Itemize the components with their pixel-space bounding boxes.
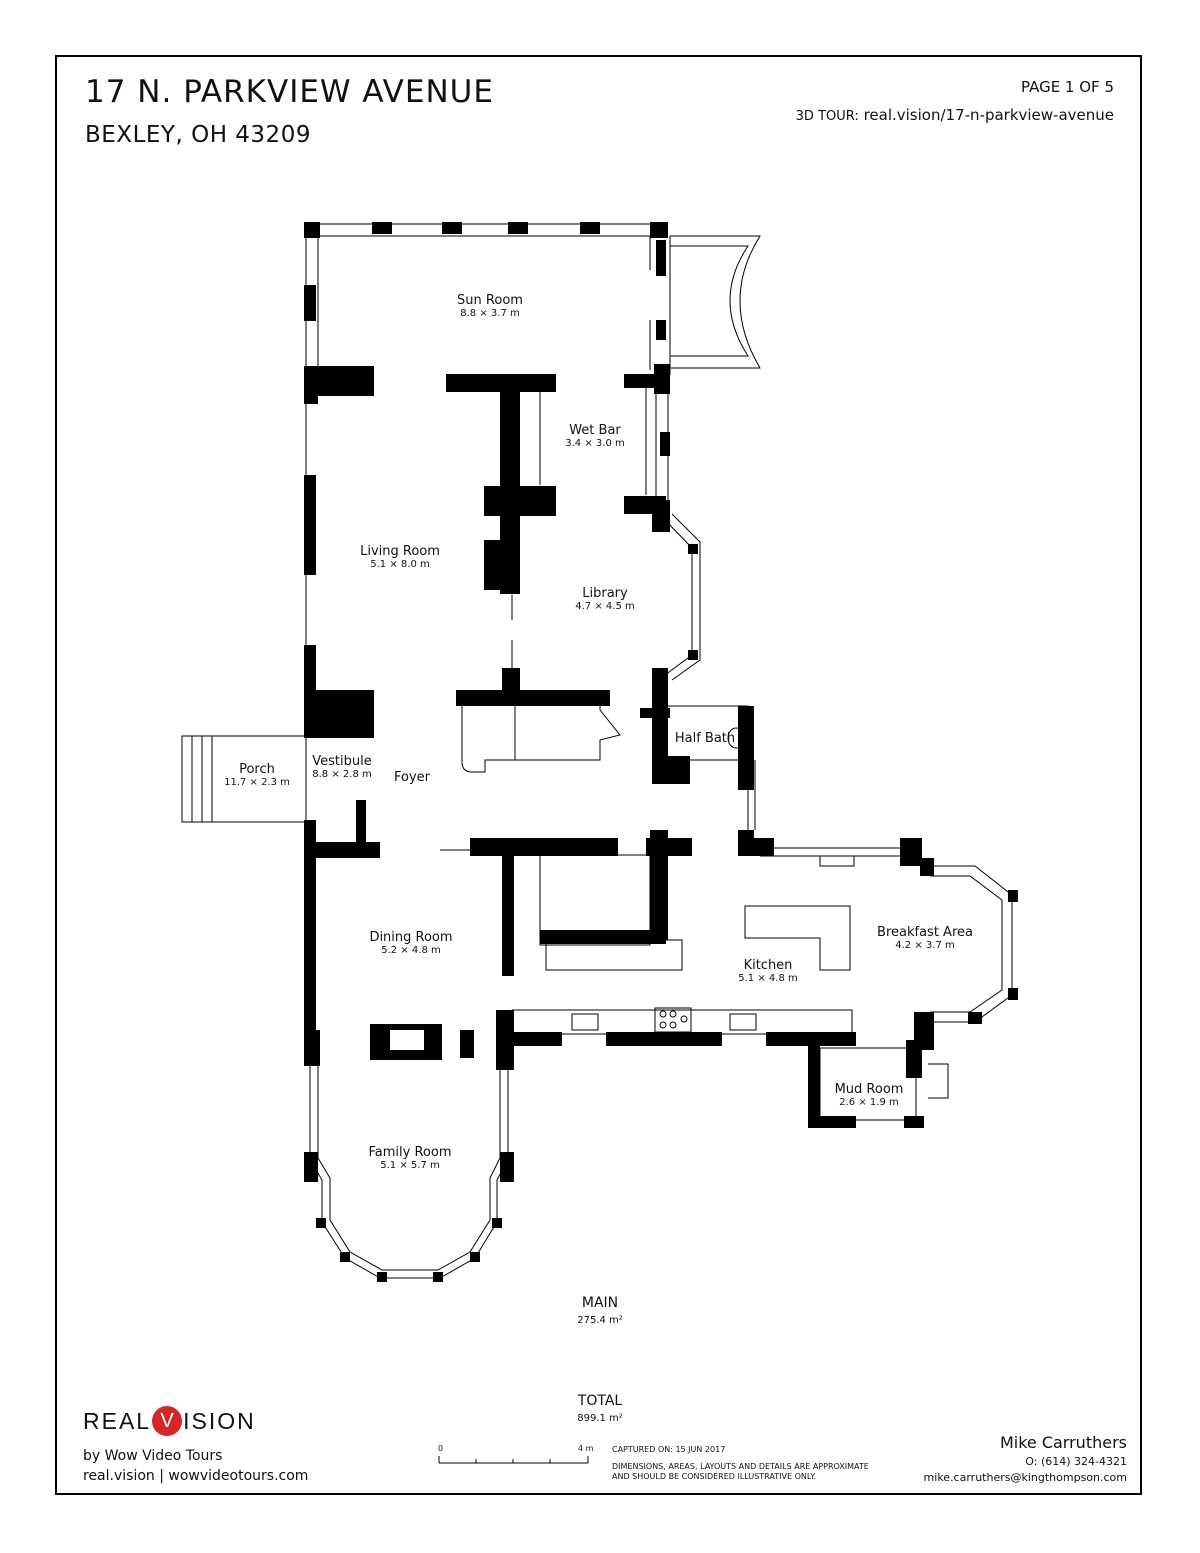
room-breakfast-area: Breakfast Area 4.2 × 3.7 m — [877, 925, 973, 951]
agent-name: Mike Carruthers — [999, 1433, 1127, 1452]
room-name: Foyer — [393, 770, 431, 785]
floor-area: 275.4 m² — [577, 1315, 623, 1326]
room-dims: 5.1 × 5.7 m — [380, 1160, 440, 1171]
room-name: Living Room — [360, 544, 440, 559]
brand-links[interactable]: real.vision | wowvideotours.com — [83, 1468, 309, 1484]
room-name: Wet Bar — [569, 423, 621, 438]
room-dims: 5.1 × 4.8 m — [738, 973, 798, 984]
room-dims: 5.1 × 8.0 m — [370, 559, 430, 570]
room-name: Half Bath — [674, 731, 736, 746]
room-family-room: Family Room 5.1 × 5.7 m — [369, 1145, 452, 1171]
tour-url[interactable]: real.vision/17-n-parkview-avenue — [863, 106, 1114, 124]
room-name: Kitchen — [743, 958, 793, 973]
room-name: Dining Room — [369, 930, 453, 945]
logo-text-right: ISION — [183, 1408, 256, 1434]
tour-label: 3D TOUR: — [795, 109, 859, 124]
logo-text-left: REAL — [83, 1408, 152, 1434]
room-dims: 4.2 × 3.7 m — [895, 940, 955, 951]
room-sun-room: Sun Room 8.8 × 3.7 m — [457, 293, 523, 319]
room-dims: 5.2 × 4.8 m — [381, 945, 441, 956]
room-name: Breakfast Area — [877, 925, 973, 940]
total-label: TOTAL — [577, 1393, 623, 1409]
room-dining-room: Dining Room 5.2 × 4.8 m — [369, 930, 452, 956]
room-dims: 8.8 × 3.7 m — [460, 308, 520, 319]
floor-name: MAIN — [581, 1295, 619, 1311]
room-porch: Porch 11.7 × 2.3 m — [224, 762, 290, 788]
page-border — [55, 55, 1142, 1495]
scale-end: 4 m — [578, 1444, 594, 1453]
room-dims: 11.7 × 2.3 m — [224, 777, 290, 788]
logo-v-mark: V — [152, 1405, 183, 1436]
room-name: Porch — [239, 762, 275, 777]
room-foyer: Foyer — [394, 770, 430, 785]
room-dims: 3.4 × 3.0 m — [565, 438, 625, 449]
room-library: Library 4.7 × 4.5 m — [575, 586, 634, 612]
disclaimer: DIMENSIONS, AREAS, LAYOUTS AND DETAILS A… — [612, 1462, 869, 1482]
room-name: Sun Room — [457, 293, 523, 308]
address-line-1: 17 N. PARKVIEW AVENUE — [85, 74, 494, 110]
page-number: PAGE 1 OF 5 — [1020, 78, 1114, 96]
agent-phone[interactable]: O: (614) 324-4321 — [1025, 1455, 1127, 1468]
scale-bar — [438, 1456, 589, 1464]
room-name: Vestibule — [312, 754, 372, 769]
total-area: 899.1 m² — [577, 1413, 623, 1424]
room-name: Family Room — [368, 1145, 452, 1160]
address-line-2: BEXLEY, OH 43209 — [85, 122, 311, 148]
room-dims: 2.6 × 1.9 m — [839, 1097, 899, 1108]
tour-link[interactable]: 3D TOUR: real.vision/17-n-parkview-avenu… — [796, 106, 1114, 124]
captured-date: CAPTURED ON: 15 JUN 2017 — [612, 1445, 726, 1454]
agent-email[interactable]: mike.carruthers@kingthompson.com — [923, 1471, 1127, 1484]
room-half-bath: Half Bath — [675, 731, 735, 746]
disclaimer-line-1: DIMENSIONS, AREAS, LAYOUTS AND DETAILS A… — [612, 1462, 869, 1471]
disclaimer-line-2: AND SHOULD BE CONSIDERED ILLUSTRATIVE ON… — [612, 1472, 817, 1481]
byline: by Wow Video Tours — [83, 1448, 223, 1464]
room-dims: 4.7 × 4.5 m — [575, 601, 635, 612]
room-name: Library — [582, 586, 628, 601]
room-vestibule: Vestibule 8.8 × 2.8 m — [312, 754, 371, 780]
room-mud-room: Mud Room 2.6 × 1.9 m — [835, 1082, 904, 1108]
room-name: Mud Room — [834, 1082, 904, 1097]
scale-start: 0 — [438, 1444, 444, 1453]
room-living-room: Living Room 5.1 × 8.0 m — [360, 544, 440, 570]
room-wet-bar: Wet Bar 3.4 × 3.0 m — [565, 423, 624, 449]
room-dims: 8.8 × 2.8 m — [312, 769, 372, 780]
room-kitchen: Kitchen 5.1 × 4.8 m — [738, 958, 797, 984]
